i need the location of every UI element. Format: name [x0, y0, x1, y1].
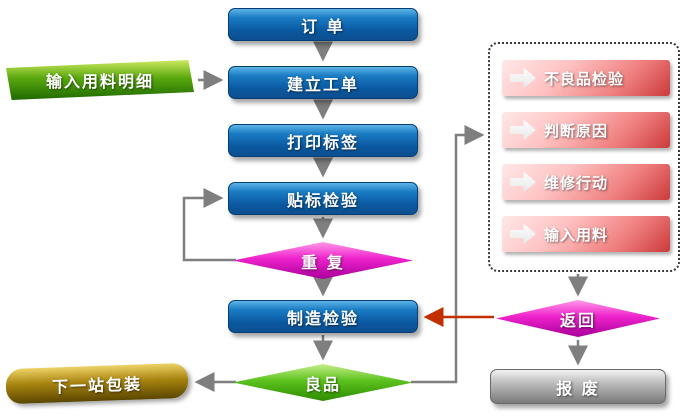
repair-item-judge-cause-label: 判断原因 — [544, 121, 609, 140]
right-arrow-icon — [510, 223, 536, 245]
node-good-product-label: 良品 — [304, 374, 341, 394]
node-order: 订 单 — [228, 8, 418, 41]
node-manufacturing-inspection: 制造检验 — [228, 300, 418, 333]
right-arrow-icon — [510, 119, 536, 141]
node-manufacturing-inspection-label: 制造检验 — [286, 308, 359, 328]
node-return-decision: 返回 — [496, 300, 660, 337]
node-next-station-packaging-label: 下一站包装 — [51, 373, 142, 397]
node-next-station-packaging: 下一站包装 — [6, 362, 188, 405]
repair-item-input-material-label: 输入用料 — [544, 225, 609, 244]
node-print-label-label: 打印标签 — [286, 132, 359, 152]
node-label-inspection: 贴标检验 — [228, 182, 418, 215]
node-scrap: 报 废 — [490, 369, 666, 404]
repair-item-defect-inspection: 不良品检验 — [502, 60, 670, 96]
node-scrap-label: 报 废 — [556, 378, 600, 398]
repair-item-defect-inspection-label: 不良品检验 — [544, 69, 625, 88]
repair-item-repair-action-label: 维修行动 — [544, 173, 609, 192]
node-create-work-order: 建立工单 — [228, 66, 418, 99]
connector-good-to-repairbox — [411, 125, 485, 384]
node-good-product-decision: 良品 — [233, 364, 413, 401]
right-arrow-icon — [510, 67, 536, 89]
repair-item-input-material: 输入用料 — [502, 216, 670, 252]
repair-item-judge-cause: 判断原因 — [502, 112, 670, 148]
repair-panel: 不良品检验 判断原因 维修行动 输入用料 — [488, 42, 680, 272]
repair-item-repair-action: 维修行动 — [502, 164, 670, 200]
node-input-material-detail: 输入用料明细 — [6, 60, 194, 100]
node-repeat-label: 重 复 — [301, 252, 345, 272]
node-repeat-decision: 重 复 — [233, 242, 413, 279]
node-order-label: 订 单 — [301, 16, 345, 36]
right-arrow-icon — [510, 171, 536, 193]
node-label-inspection-label: 贴标检验 — [286, 190, 359, 210]
node-create-work-order-label: 建立工单 — [286, 74, 359, 94]
node-return-label: 返回 — [559, 310, 596, 330]
node-input-material-detail-label: 输入用料明细 — [45, 72, 154, 91]
node-print-label: 打印标签 — [228, 124, 418, 157]
